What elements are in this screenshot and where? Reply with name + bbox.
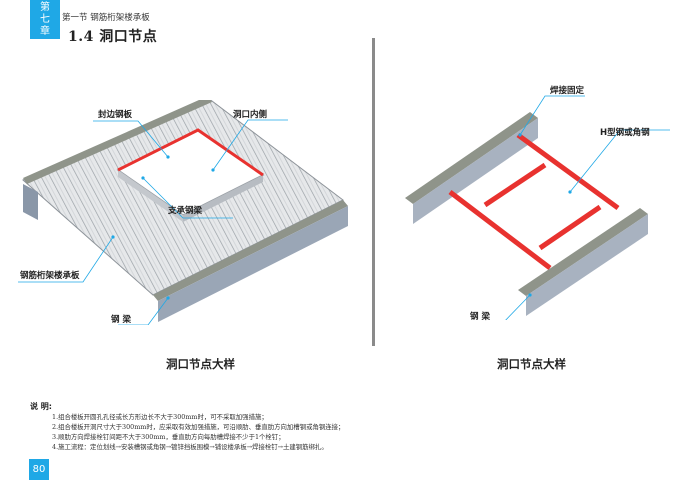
callout-h-steel: H型钢或角钢 xyxy=(600,128,650,138)
chapter-tab: 第 七 章 xyxy=(30,0,60,39)
callout-opening-inner: 洞口内侧 xyxy=(233,110,268,120)
opening-node-figure-right: 焊接固定 H型钢或角钢 钢 梁 xyxy=(400,86,680,327)
page-number: 80 xyxy=(29,459,49,480)
figure-caption-right: 洞口节点大样 xyxy=(497,357,566,371)
notes-list: 1.组合楼板开圆孔孔径或长方形边长不大于300mm时，可不采取加强措施； 2.组… xyxy=(52,412,344,452)
callout-welded: 焊接固定 xyxy=(550,86,585,96)
callout-truss-deck: 钢筋桁架楼承板 xyxy=(20,271,80,281)
page-title: 1.4 洞口节点 xyxy=(68,29,158,45)
section-heading: 第一节 钢筋桁架楼承板 xyxy=(62,13,150,23)
figure-caption-left: 洞口节点大样 xyxy=(166,357,235,371)
vertical-divider xyxy=(372,38,375,346)
callout-steel-beam: 钢 梁 xyxy=(111,315,131,325)
chapter-char: 第 xyxy=(40,2,50,13)
callout-steel-beam: 钢 梁 xyxy=(470,312,490,322)
truss-deck-illustration xyxy=(18,96,348,326)
chapter-char: 七 xyxy=(40,14,50,25)
h-steel-frame-illustration xyxy=(405,95,670,327)
note-item: 4.施工流程：定位划线→安装槽钢或角钢→镀锌挡板围模→铺设楼承板→焊接栓钉→土建… xyxy=(52,443,328,451)
note-item: 2.组合楼板开洞尺寸大于300mm时，应采取有效加强措施，可沿顺肋、垂直肋方向加… xyxy=(52,423,345,431)
chapter-char: 章 xyxy=(40,26,50,37)
notes-title: 说 明: xyxy=(30,402,52,411)
opening-node-figure-left: 封边钢板 洞口内侧 支承钢梁 钢筋桁架楼承板 钢 梁 xyxy=(18,96,358,326)
note-item: 3.顺肋方向焊接栓钉间距不大于300mm，垂直肋方向每肋槽焊接不少于1个栓钉； xyxy=(52,433,285,441)
callout-support-beam: 支承钢梁 xyxy=(168,206,203,216)
note-item: 1.组合楼板开圆孔孔径或长方形边长不大于300mm时，可不采取加强措施； xyxy=(52,413,268,421)
callout-edge-plate: 封边钢板 xyxy=(98,110,133,120)
